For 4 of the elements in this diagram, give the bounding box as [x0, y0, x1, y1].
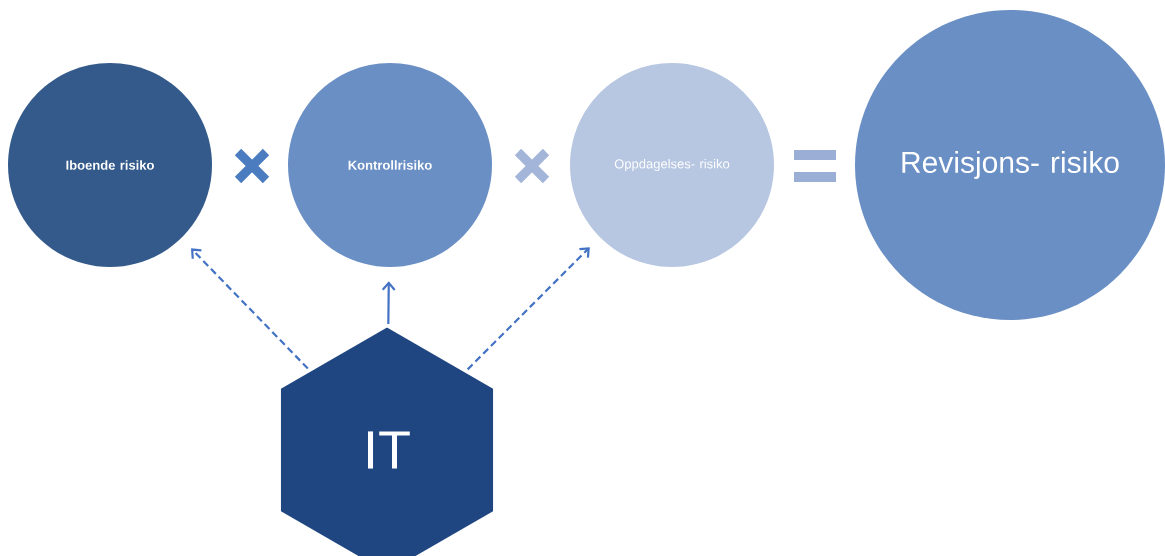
hexagon: IT	[280, 327, 494, 556]
arrow	[191, 248, 309, 370]
arrow	[466, 247, 590, 371]
arrow	[381, 281, 396, 325]
